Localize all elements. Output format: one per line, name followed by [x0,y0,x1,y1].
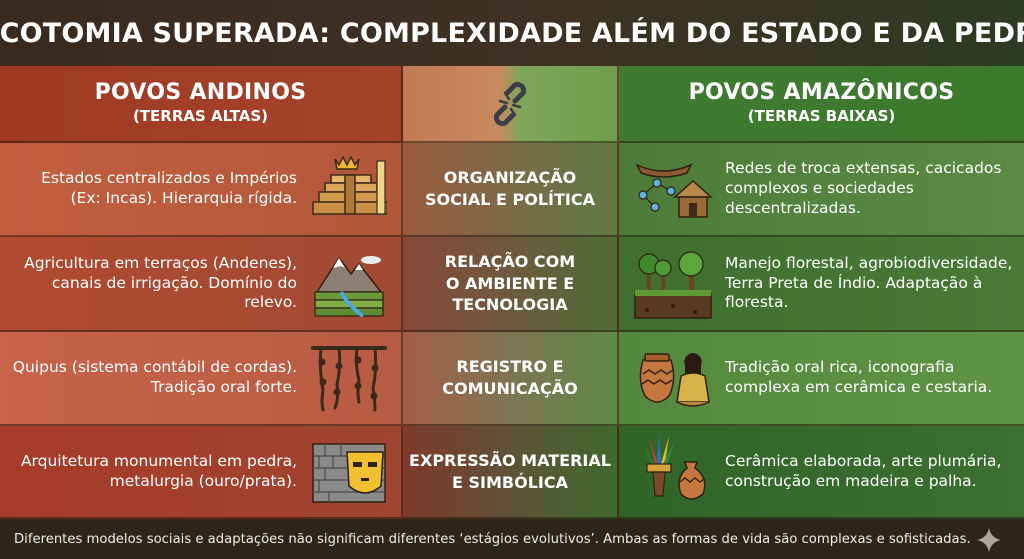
andean-text-environment: Agricultura em terraços (Andenes), canai… [24,253,297,312]
amazon-text-record: Tradição oral rica, iconografia complexa… [725,358,993,396]
center-header [403,66,619,143]
amazon-text-environment: Manejo florestal, agrobiodiversidade, Te… [725,253,1013,312]
amazon-header-subtitle: (TERRAS BAIXAS) [747,106,896,125]
category-environment: RELAÇÃO COM O AMBIENTE E TECNOLOGIA [403,237,619,332]
category-material-line2: E SIMBÓLICA [452,472,568,492]
amazon-header-title: POVOS AMAZÔNICOS [688,79,955,105]
amazon-row-record: Tradição oral rica, iconografia complexa… [619,332,1024,426]
amazon-text-material: Cerâmica elaborada, arte plumária, const… [725,451,1002,490]
andean-row-environment: Agricultura em terraços (Andenes), canai… [0,237,403,332]
canoe-network-hut-icon [635,163,713,218]
amazon-row-material: Cerâmica elaborada, arte plumária, const… [619,426,1024,519]
ceramic-pot-artisan-icon [639,353,710,407]
mountain-terraces-icon [314,255,384,318]
quipu-knotted-cords-icon [311,346,387,412]
stone-wall-gold-mask-icon [312,442,386,503]
comparison-grid: POVOS ANDINOS (TERRAS ALTAS) POVOS AMAZÔ… [0,66,1024,519]
andean-header-title: POVOS ANDINOS [94,79,307,105]
andean-text-material: Arquitetura monumental em pedra, metalur… [20,451,297,490]
category-social-line2: SOCIAL E POLÍTICA [425,190,595,209]
category-social-line1: ORGANIZAÇÃO [443,168,577,188]
page-title: DICOTOMIA SUPERADA: COMPLEXIDADE ALÉM DO… [0,17,1024,49]
andean-row-record: Quipus (sistema contábil de cordas). Tra… [0,332,403,426]
category-material: EXPRESSÃO MATERIAL E SIMBÓLICA [403,426,619,519]
amazon-text-social: Redes de troca extensas, cacicados compl… [725,159,1002,217]
andean-text-social: Estados centralizados e Impérios (Ex: In… [41,169,297,207]
amazon-header: POVOS AMAZÔNICOS (TERRAS BAIXAS) [619,66,1024,143]
feather-headdress-vase-icon [641,433,706,500]
footer-text: Diferentes modelos sociais e adaptações … [14,531,971,547]
andean-text-record: Quipus (sistema contábil de cordas). Tra… [12,358,297,396]
category-material-line1: EXPRESSÃO MATERIAL [409,450,611,470]
title-bar: DICOTOMIA SUPERADA: COMPLEXIDADE ALÉM DO… [0,0,1024,66]
amazon-row-environment: Manejo florestal, agrobiodiversidade, Te… [619,237,1024,332]
andean-header: POVOS ANDINOS (TERRAS ALTAS) [0,66,403,143]
andean-row-social: Estados centralizados e Impérios (Ex: In… [0,143,403,237]
category-environment-line3: TECNOLOGIA [452,295,568,315]
andean-row-material: Arquitetura monumental em pedra, metalur… [0,426,403,519]
category-environment-line2: O AMBIENTE E [445,273,575,293]
forest-soil-icon [634,250,712,319]
category-record: REGISTRO E COMUNICAÇÃO [403,332,619,426]
category-social: ORGANIZAÇÃO SOCIAL E POLÍTICA [403,143,619,237]
sparkle-icon [977,528,1001,552]
category-record-line1: REGISTRO E [456,357,564,377]
footer-note: Diferentes modelos sociais e adaptações … [0,519,1024,559]
stepped-pyramid-crown-icon [312,155,387,215]
amazon-row-social: Redes de troca extensas, cacicados compl… [619,143,1024,237]
andean-header-subtitle: (TERRAS ALTAS) [132,106,269,125]
category-environment-line1: RELAÇÃO COM [444,252,576,272]
category-record-line2: COMUNICAÇÃO [442,379,578,398]
chain-link-icon [493,81,527,126]
